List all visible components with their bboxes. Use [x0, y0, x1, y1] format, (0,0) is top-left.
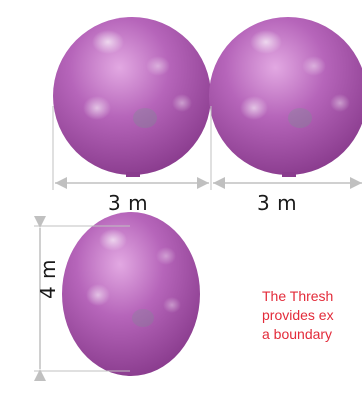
note-line-2: provides ex [262, 307, 334, 323]
balloon-sphere-2 [209, 17, 362, 177]
height-label: 4 m [36, 258, 61, 300]
dimension-line-width-1 [52, 106, 209, 190]
dimension-line-width-2 [210, 106, 362, 190]
note-line-1: The Thresh [262, 288, 334, 304]
balloon-sphere-1 [53, 17, 211, 177]
balloon-ellipsoid [62, 212, 200, 376]
description-note: The Thresh provides ex a boundary [262, 287, 362, 344]
width-label-2: 3 m [257, 191, 298, 215]
width-label-1: 3 m [108, 191, 149, 215]
dimension-line-height [34, 216, 130, 381]
note-line-3: a boundary [262, 326, 333, 342]
